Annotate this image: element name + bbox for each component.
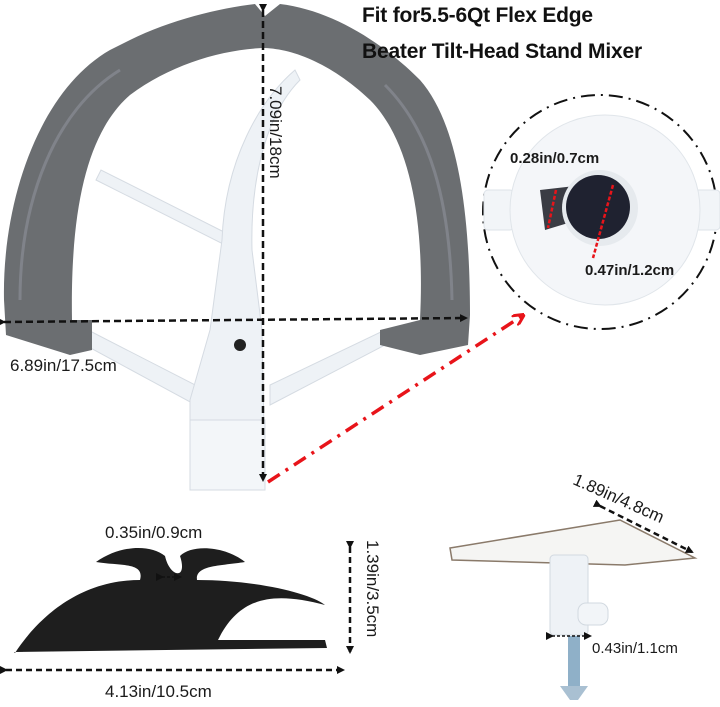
holder-height-label: 1.39in/3.5cm xyxy=(363,540,382,638)
beater-body xyxy=(84,69,386,491)
title-line-1: Fit for5.5-6Qt Flex Edge xyxy=(362,4,593,27)
beater-flex-edge xyxy=(3,4,471,355)
holder-shape xyxy=(14,547,327,653)
mount-piece xyxy=(449,519,698,700)
width-dimension-line xyxy=(0,314,468,327)
title-line-2: Beater Tilt-Head Stand Mixer xyxy=(362,40,642,63)
slot-width-label: 0.28in/0.7cm xyxy=(510,150,600,167)
leader-arrow xyxy=(267,316,522,484)
holder-width-label: 4.13in/10.5cm xyxy=(105,682,212,701)
post-width-label: 0.43in/1.1cm xyxy=(592,640,678,657)
beater-width-label: 6.89in/17.5cm xyxy=(10,356,117,375)
detail-circle xyxy=(482,94,720,330)
holder-gap-label: 0.35in/0.9cm xyxy=(105,523,203,542)
hole-width-label: 0.47in/1.2cm xyxy=(585,262,675,279)
beater-height-label: 7.09in/18cm xyxy=(266,86,285,179)
